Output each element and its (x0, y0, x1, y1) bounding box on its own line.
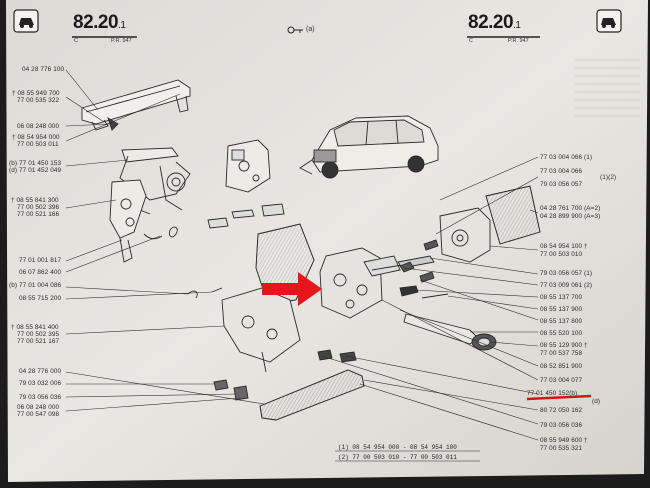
part-number: 77 00 502 396 (17, 204, 60, 211)
part-number: † 08 54 954 000 (12, 134, 60, 141)
header-car-icon-left (13, 9, 39, 33)
part-number: 08 54 954 100 † (540, 243, 588, 250)
legend-row: (2) 77 00 503 010 - 77 00 503 011 (338, 454, 457, 461)
part-number: † 08 55 841 400 (11, 324, 59, 331)
part-number: 77 00 521 167 (17, 338, 60, 345)
part-number: (b) 77 01 450 153 (9, 160, 62, 167)
part-number: 08 55 715 200 (19, 295, 62, 302)
part-number: 06 08 248 000 (17, 123, 60, 130)
page-number-left: 82.20.1 (73, 12, 126, 33)
part-number: (b) 77 01 004 086 (9, 282, 62, 289)
part-number: 77 00 503 010 (540, 251, 583, 258)
part-number: 08 55 137 700 (540, 294, 583, 301)
part-number: 77 00 521 166 (17, 211, 60, 218)
exploded-diagram (81, 79, 541, 421)
part-number: 77 00 537 758 (540, 350, 583, 357)
part-number: 79 03 056 036 (540, 422, 583, 429)
part-number: 08 55 137 900 (540, 306, 583, 313)
part-number: 77 00 535 321 (540, 445, 583, 452)
part-number: 79 03 056 036 (19, 394, 62, 401)
part-number: 79 03 056 057 (540, 181, 583, 188)
outside-handle-part (81, 79, 191, 131)
section-left: C (74, 38, 78, 44)
part-number: 79 03 032 006 (19, 380, 62, 387)
key-icon (287, 26, 303, 34)
outside-handle-lower-part (259, 369, 365, 421)
handle-bracket-part (225, 139, 271, 193)
part-number: 77 00 547 098 (17, 411, 60, 418)
lock-mechanism-part (119, 147, 191, 215)
legend-row: (1) 08 54 954 000 - 08 54 954 100 (338, 444, 457, 451)
part-number: 08 52 851 900 (540, 363, 583, 370)
part-number: 77 00 502 395 (17, 331, 60, 338)
part-number: 77 03 004 066 (540, 168, 583, 175)
latch-part (109, 179, 178, 263)
part-number: 04 28 899 900 (A=3) (540, 213, 601, 220)
part-number: 08 55 520 100 (540, 330, 583, 337)
part-number: 79 03 056 057 (1) (540, 270, 593, 277)
part-number: 80 72 050 162 (540, 407, 583, 414)
paper-sheet (6, 0, 648, 482)
part-number: 08 55 949 600 † (540, 437, 588, 444)
car-illustration (299, 115, 439, 179)
part-number: † 08 55 949 700 (12, 90, 60, 97)
part-number: 77 03 004 077 (540, 377, 583, 384)
part-number: 04 28 776 100 (22, 66, 65, 73)
part-number: 77 00 535 322 (17, 97, 60, 104)
note-label: (1)(2) (600, 174, 617, 181)
page-number-right: 82.20.1 (468, 12, 521, 33)
part-number: 04 28 776 000 (19, 368, 62, 375)
header-car-icon-right (596, 9, 622, 33)
key-label: (a) (306, 26, 315, 33)
note-label: (d) (592, 398, 601, 405)
part-number: 04 28 761 700 (A=2) (540, 205, 601, 212)
part-number: 08 55 129 900 † (540, 342, 588, 349)
part-number: 06 07 862 400 (19, 269, 62, 276)
ref-left: P.R. 947 (111, 38, 132, 44)
part-number: 77 03 004 066 (1) (540, 154, 593, 161)
part-number: (d) 77 01 452 049 (9, 167, 62, 174)
section-right: C (469, 38, 473, 44)
red-arrow (262, 272, 322, 306)
part-number: 77 01 001 817 (19, 257, 62, 264)
part-number: † 08 55 841 300 (11, 197, 59, 204)
ref-right: P.R. 947 (508, 38, 529, 44)
highlight-underline (526, 394, 592, 401)
part-number: 06 08 248 000 (17, 404, 60, 411)
part-number: 77 03 009 061 (2) (540, 282, 593, 289)
part-number: 77 00 503 011 (17, 141, 59, 148)
part-number: 08 55 137 800 (540, 318, 583, 325)
part-number: 77 01 450 152(b) (527, 390, 578, 397)
leader-lines (65, 69, 539, 441)
